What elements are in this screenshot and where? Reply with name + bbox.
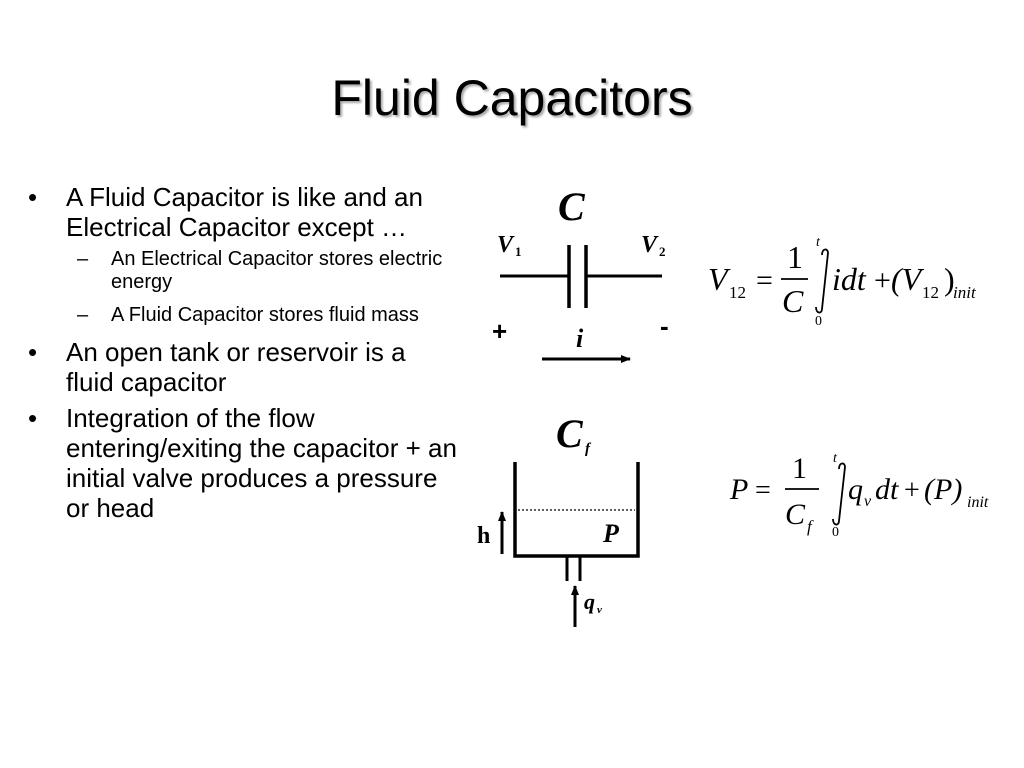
eq2-lhs: P bbox=[729, 473, 748, 506]
eq2-plus: + bbox=[904, 475, 920, 506]
current-label-i: i bbox=[576, 324, 584, 353]
eq1-equals: = bbox=[756, 264, 773, 297]
sub-bullet-text: A Fluid Capacitor stores fluid mass bbox=[111, 304, 419, 326]
sub-bullet-item: – An Electrical Capacitor stores electri… bbox=[28, 248, 458, 294]
pressure-label-p: P bbox=[602, 519, 620, 548]
voltage-label-v2-sub: 2 bbox=[659, 244, 666, 259]
eq1-lower-limit: 0 bbox=[815, 314, 822, 329]
voltage-label-v1-sub: 1 bbox=[515, 244, 522, 259]
eq2-denominator-sub: f bbox=[807, 517, 814, 536]
eq2-lower-limit: 0 bbox=[832, 525, 839, 540]
bullet-text: Integration of the flow entering/exiting… bbox=[66, 403, 457, 523]
bullet-text: A Fluid Capacitor is like and an Electri… bbox=[66, 182, 423, 242]
plus-sign: + bbox=[492, 316, 507, 346]
sub-bullet-list: – An Electrical Capacitor stores electri… bbox=[28, 248, 458, 327]
eq1-init-sub: 12 bbox=[922, 283, 939, 302]
bullet-text: An open tank or reservoir is a fluid cap… bbox=[66, 337, 406, 397]
electrical-capacitor-diagram: C V 1 V 2 + - i bbox=[492, 184, 669, 363]
eq1-init-label: init bbox=[953, 283, 977, 302]
bullet-item: • A Fluid Capacitor is like and an Elect… bbox=[28, 182, 458, 242]
eq2-equals: = bbox=[755, 475, 771, 506]
fluid-equation: P = 1 C f t 0 q v dt + (P) init bbox=[729, 451, 989, 540]
tank-walls bbox=[513, 462, 640, 558]
flow-label-q: q bbox=[584, 589, 595, 614]
bullet-marker: • bbox=[28, 337, 38, 367]
bullet-item: • An open tank or reservoir is a fluid c… bbox=[28, 337, 458, 397]
sub-bullet-text: An Electrical Capacitor stores electric … bbox=[111, 248, 443, 293]
flow-label-q-sub: v bbox=[597, 604, 602, 616]
eq1-numerator: 1 bbox=[787, 239, 803, 275]
fluid-capacitor-label-c-sub: f bbox=[585, 441, 592, 457]
electrical-equation: V 12 = 1 C t 0 idt + (V 12 ) init bbox=[708, 235, 977, 329]
eq2-numerator: 1 bbox=[792, 452, 807, 485]
eq2-upper-limit: t bbox=[833, 451, 838, 466]
bullet-marker: • bbox=[28, 182, 38, 212]
head-label-h: h bbox=[477, 523, 490, 549]
eq2-integrand-dt: dt bbox=[875, 473, 899, 506]
eq1-init-term: (V bbox=[891, 261, 925, 297]
eq1-upper-limit: t bbox=[816, 235, 821, 250]
eq1-init-close: ) bbox=[944, 261, 955, 297]
minus-sign: - bbox=[660, 311, 669, 341]
eq1-integrand: idt bbox=[832, 261, 867, 297]
fluid-capacitor-label-c: C bbox=[556, 411, 584, 456]
bullet-marker: • bbox=[28, 403, 38, 433]
sub-bullet-marker: – bbox=[77, 248, 89, 270]
capacitor-label-c: C bbox=[558, 184, 586, 229]
eq1-plus: + bbox=[874, 264, 891, 297]
sub-bullet-marker: – bbox=[77, 304, 89, 326]
eq1-lhs-sub: 12 bbox=[729, 283, 746, 302]
eq1-lhs: V bbox=[708, 261, 731, 297]
eq2-integrand-sub: v bbox=[864, 493, 872, 510]
eq2-integral-icon bbox=[832, 462, 846, 526]
bullet-item: • Integration of the flow entering/exiti… bbox=[28, 403, 458, 523]
eq2-init-term: (P) bbox=[924, 473, 962, 506]
voltage-label-v2: V bbox=[641, 232, 659, 258]
eq1-integral-icon bbox=[815, 248, 829, 314]
eq2-init-label: init bbox=[967, 494, 989, 511]
voltage-label-v1: V bbox=[497, 232, 515, 258]
sub-bullet-item: – A Fluid Capacitor stores fluid mass bbox=[28, 304, 458, 327]
slide-title: Fluid Capacitors bbox=[331, 70, 693, 126]
bullet-list: • A Fluid Capacitor is like and an Elect… bbox=[28, 182, 458, 529]
eq1-denominator: C bbox=[782, 283, 804, 319]
eq2-denominator: C bbox=[785, 498, 806, 531]
eq2-integrand-q: q bbox=[848, 473, 863, 506]
fluid-capacitor-diagram: C f h P q v bbox=[477, 411, 640, 627]
